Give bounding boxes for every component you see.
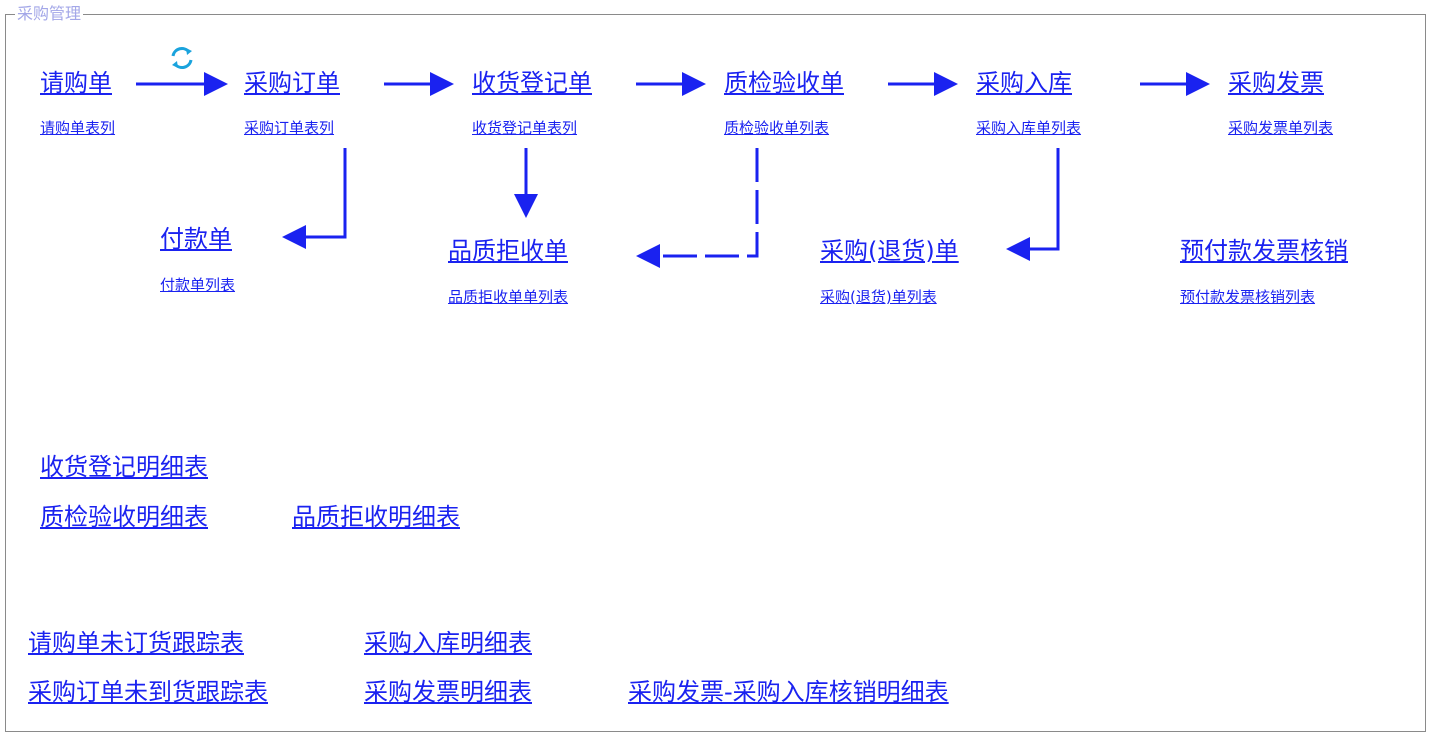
link-stock-in[interactable]: 采购入库 — [976, 69, 1072, 97]
link-receipt-register[interactable]: 收货登记单 — [472, 69, 592, 97]
link-quality-inspection-list[interactable]: 质检验收单列表 — [724, 119, 830, 137]
report-quality-inspection-detail[interactable]: 质检验收明细表 — [40, 503, 208, 531]
link-payment-list[interactable]: 付款单列表 — [160, 276, 236, 294]
link-purchase-return-list[interactable]: 采购(退货)单列表 — [820, 288, 937, 306]
refresh-icon[interactable] — [166, 42, 198, 74]
link-receipt-register-list[interactable]: 收货登记单表列 — [472, 119, 578, 137]
link-purchase-invoice-list[interactable]: 采购发票单列表 — [1228, 119, 1334, 137]
link-prepay-invoice-writeoff-list[interactable]: 预付款发票核销列表 — [1180, 288, 1316, 306]
report-po-undelivered-tracking[interactable]: 采购订单未到货跟踪表 — [28, 678, 268, 706]
link-prepay-invoice-writeoff[interactable]: 预付款发票核销 — [1180, 237, 1348, 265]
link-quality-reject[interactable]: 品质拒收单 — [448, 237, 568, 265]
link-purchase-invoice[interactable]: 采购发票 — [1228, 69, 1324, 97]
panel-legend: 采购管理 — [15, 4, 84, 24]
report-quality-reject-detail[interactable]: 品质拒收明细表 — [292, 503, 460, 531]
report-requisition-unordered-tracking[interactable]: 请购单未订货跟踪表 — [28, 629, 244, 657]
report-purchase-invoice-detail[interactable]: 采购发票明细表 — [364, 678, 532, 706]
link-requisition-list[interactable]: 请购单表列 — [40, 119, 116, 137]
link-quality-inspection[interactable]: 质检验收单 — [724, 69, 844, 97]
link-requisition[interactable]: 请购单 — [40, 69, 112, 97]
link-payment[interactable]: 付款单 — [160, 225, 232, 253]
report-stock-in-detail[interactable]: 采购入库明细表 — [364, 629, 532, 657]
link-quality-reject-list[interactable]: 品质拒收单单列表 — [448, 288, 569, 306]
link-stock-in-list[interactable]: 采购入库单列表 — [976, 119, 1082, 137]
report-invoice-stockin-writeoff-detail[interactable]: 采购发票-采购入库核销明细表 — [628, 678, 949, 706]
report-receipt-register-detail[interactable]: 收货登记明细表 — [40, 453, 208, 481]
link-purchase-order[interactable]: 采购订单 — [244, 69, 340, 97]
purchase-management-panel — [5, 14, 1426, 732]
link-purchase-return[interactable]: 采购(退货)单 — [820, 237, 959, 265]
link-purchase-order-list[interactable]: 采购订单表列 — [244, 119, 335, 137]
